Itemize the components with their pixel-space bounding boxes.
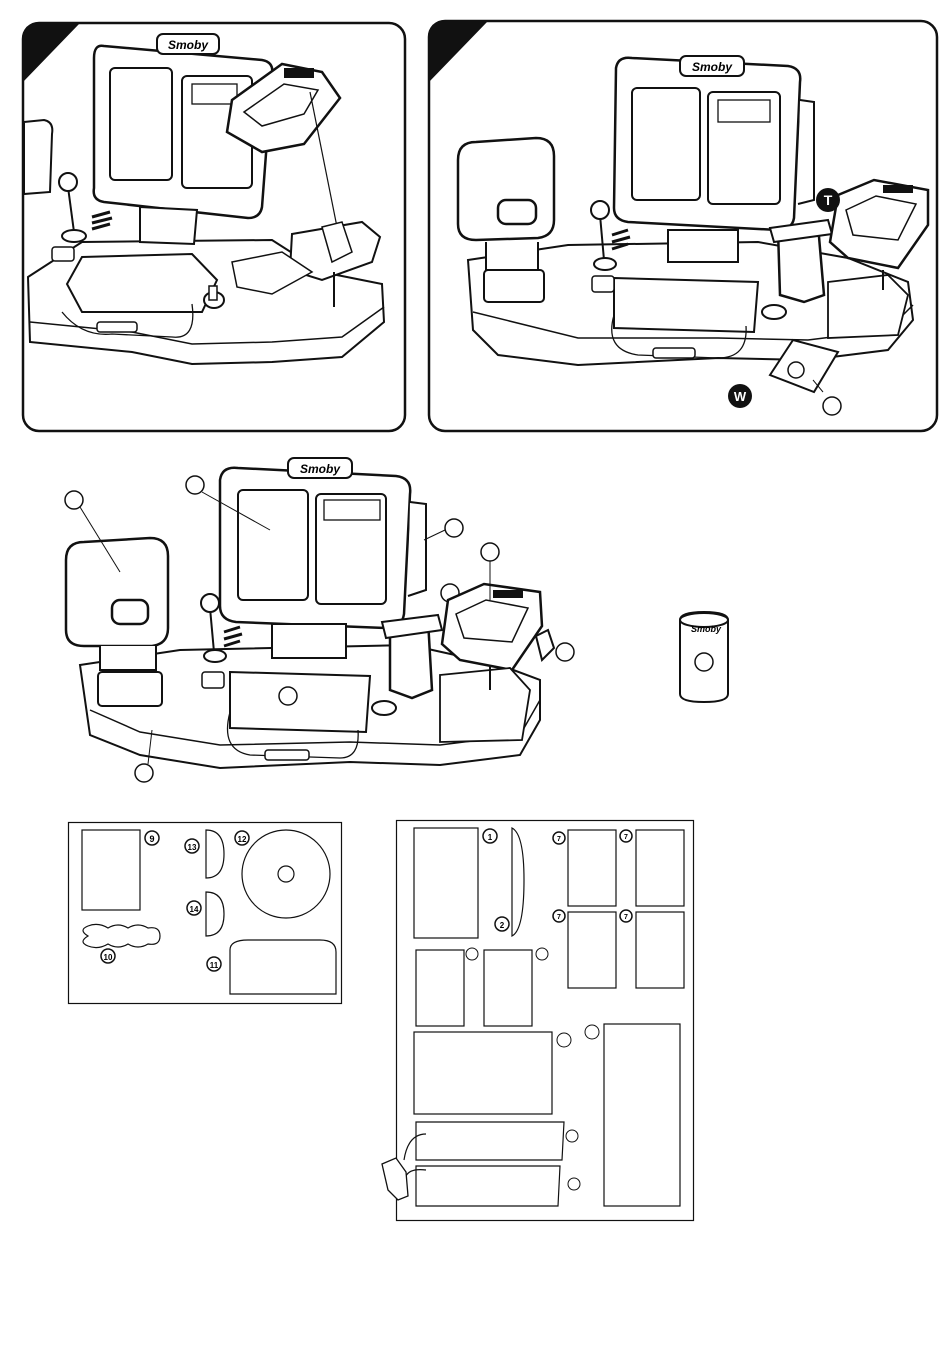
sticker-num-14: 14	[190, 905, 199, 914]
sticker-num-13: 13	[188, 843, 197, 852]
sticker-sheet-a: 9 13 12 14 10 11	[68, 822, 342, 1004]
badge-W-label: W	[734, 389, 747, 404]
step-panel-2-drawing: Smoby T W	[428, 20, 938, 432]
step-panel-1: Smoby	[22, 22, 406, 432]
brand-logo-3: Smoby	[300, 462, 341, 476]
assembly-drawing: Smoby	[60, 450, 600, 790]
sticker-b-num-1: 1	[488, 833, 493, 842]
sticker-sheet-a-drawing: 9 13 12 14 10 11	[68, 822, 342, 1004]
brand-logo-2: Smoby	[692, 60, 733, 74]
sticker-b-num-7b: 7	[624, 834, 628, 841]
badge-T-label: T	[824, 192, 833, 208]
callout-base	[135, 764, 153, 782]
callout-screen	[186, 476, 204, 494]
can-logo: Smoby	[691, 624, 722, 634]
callout-side-panel	[445, 519, 463, 537]
step-panel-1-drawing: Smoby	[22, 22, 406, 432]
sticker-num-12: 12	[238, 835, 247, 844]
sticker-b-num-2: 2	[500, 921, 505, 930]
callout-card-reader	[481, 543, 499, 561]
soda-can-drawing: Smoby	[676, 608, 732, 704]
sticker-b-num-7c: 7	[557, 914, 561, 921]
callout-scanner	[65, 491, 83, 509]
step-panel-2: Smoby T W	[428, 20, 938, 432]
sticker-b-num-7a: 7	[557, 836, 561, 843]
sticker-sheet-b: 1 7 7 2 7 7	[396, 820, 694, 1222]
sticker-b-num-7d: 7	[624, 914, 628, 921]
sticker-num-10: 10	[104, 953, 113, 962]
brand-logo: Smoby	[168, 38, 209, 52]
assembly-diagram: Smoby	[60, 450, 600, 790]
sticker-num-11: 11	[210, 961, 219, 970]
sticker-sheet-b-drawing: 1 7 7 2 7 7	[396, 820, 694, 1222]
soda-can: Smoby	[676, 608, 732, 704]
sticker-num-9: 9	[149, 834, 154, 844]
callout-tray	[279, 687, 297, 705]
callout-side-clip	[556, 643, 574, 661]
